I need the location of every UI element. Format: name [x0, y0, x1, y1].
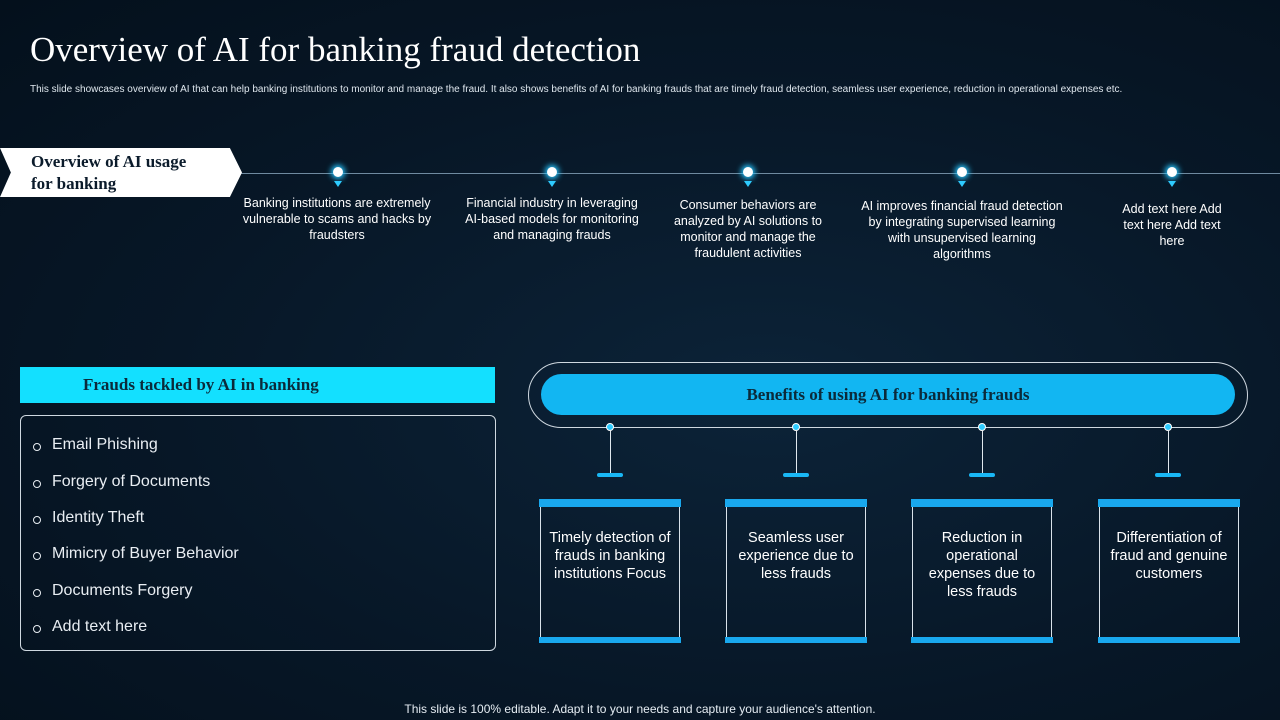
timeline-marker-2 [545, 167, 559, 191]
benefits-header: Benefits of using AI for banking frauds [541, 374, 1235, 415]
benefit-connector [783, 423, 809, 479]
page-title: Overview of AI for banking fraud detecti… [30, 30, 641, 69]
circle-bullet-icon [33, 515, 41, 524]
fraud-item: Identity Theft [33, 509, 144, 527]
circle-bullet-icon [33, 479, 41, 488]
overview-tag-label: Overview of AI usage for banking [31, 151, 187, 193]
fraud-item: Forgery of Documents [33, 473, 210, 491]
timeline-text-3: Consumer behaviors are analyzed by AI so… [673, 198, 822, 260]
fraud-item: Mimicry of Buyer Behavior [33, 545, 239, 563]
timeline-marker-1 [331, 167, 345, 191]
frauds-header: Frauds tackled by AI in banking [20, 367, 495, 403]
timeline-marker-4 [955, 167, 969, 191]
circle-bullet-icon [33, 588, 41, 597]
timeline-text-1: Banking institutions are extremely vulne… [242, 196, 432, 242]
frauds-list: Email Phishing Forgery of Documents Iden… [20, 415, 496, 651]
circle-bullet-icon [33, 624, 41, 633]
circle-bullet-icon [33, 442, 41, 451]
timeline-line [236, 173, 1280, 174]
fraud-item: Documents Forgery [33, 582, 193, 600]
timeline-text-2: Financial industry in leveraging AI-base… [465, 196, 639, 242]
benefit-connector [969, 423, 995, 479]
benefit-connector [1155, 423, 1181, 479]
timeline-marker-3 [741, 167, 755, 191]
fraud-item: Email Phishing [33, 436, 158, 454]
timeline-text-5: Add text here Add text here Add text her… [1122, 202, 1222, 248]
benefit-card-2: Seamless user experience due to less fra… [725, 499, 867, 643]
page-subtitle: This slide showcases overview of AI that… [30, 84, 1123, 95]
benefit-card-3: Reduction in operational expenses due to… [911, 499, 1053, 643]
overview-tag: Overview of AI usage for banking [0, 148, 242, 197]
benefit-card-1: Timely detection of frauds in banking in… [539, 499, 681, 643]
benefit-card-4: Differentiation of fraud and genuine cus… [1098, 499, 1240, 643]
benefits-header-frame [528, 362, 1248, 428]
benefit-connector [597, 423, 623, 479]
timeline-marker-5 [1165, 167, 1179, 191]
footer-note: This slide is 100% editable. Adapt it to… [404, 702, 876, 716]
timeline-text-4: AI improves financial fraud detection by… [861, 199, 1063, 261]
fraud-item: Add text here [33, 618, 147, 636]
circle-bullet-icon [33, 551, 41, 560]
